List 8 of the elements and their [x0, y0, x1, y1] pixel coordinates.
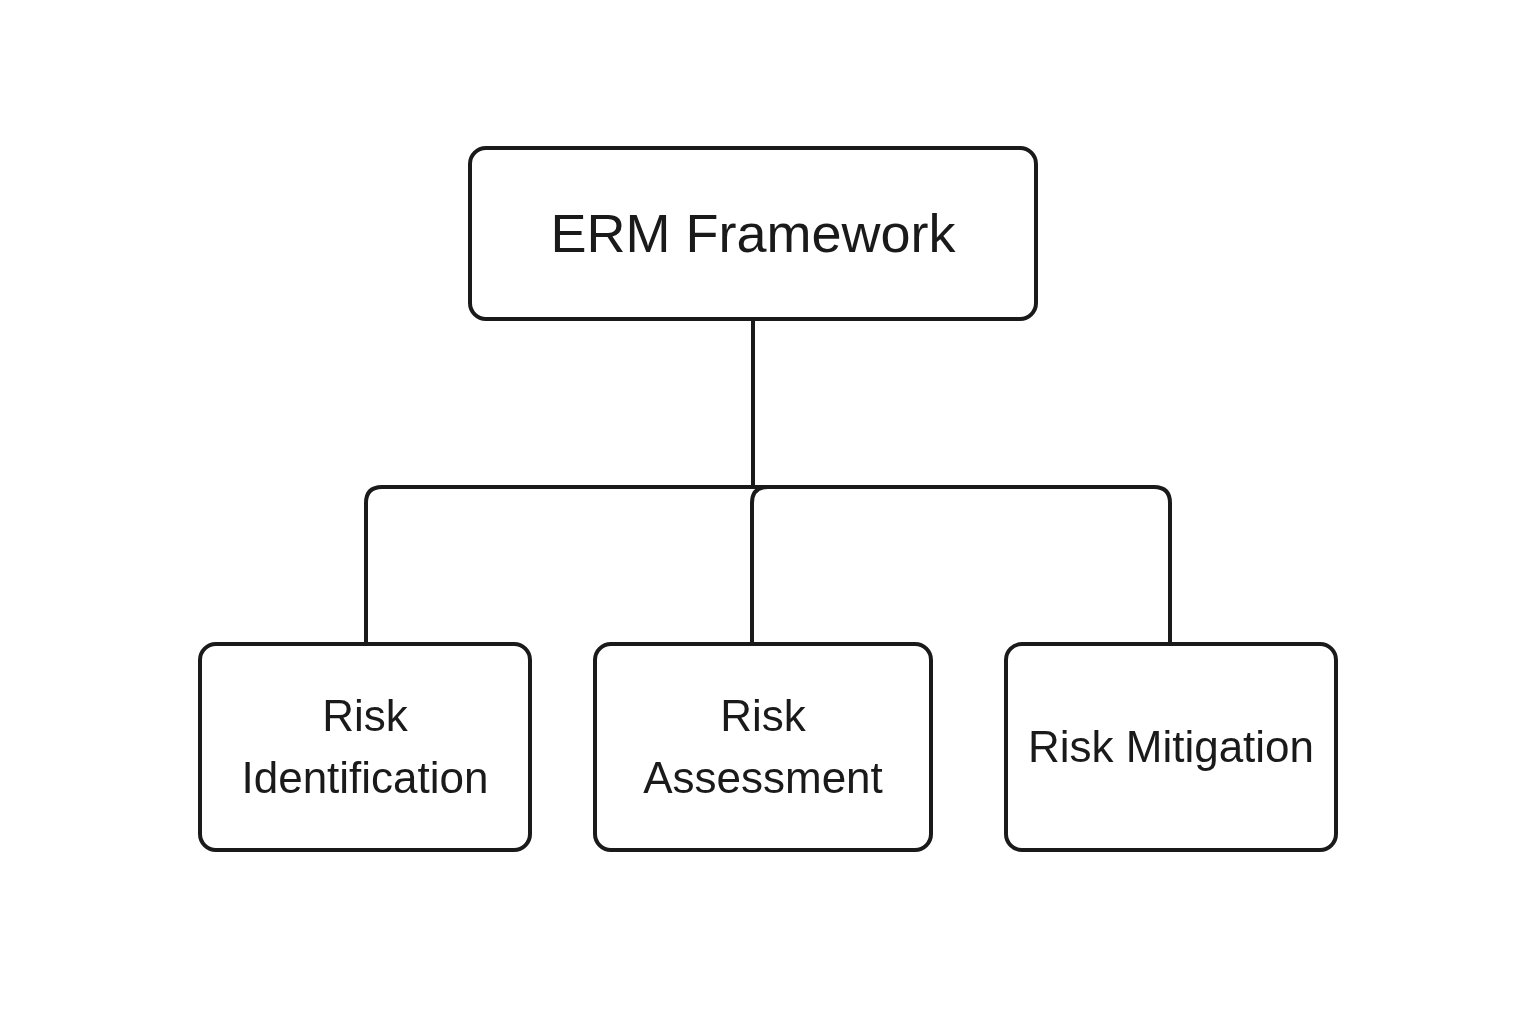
box-label: Risk Assessment — [642, 690, 884, 804]
box-label: ERM Framework — [550, 201, 956, 265]
process-box — [468, 146, 1038, 321]
process-box — [198, 642, 532, 852]
process-box — [593, 642, 933, 852]
box-label: Risk Mitigation — [1027, 721, 1315, 774]
box-label: Risk Identification — [240, 690, 490, 804]
process-box — [1004, 642, 1338, 852]
